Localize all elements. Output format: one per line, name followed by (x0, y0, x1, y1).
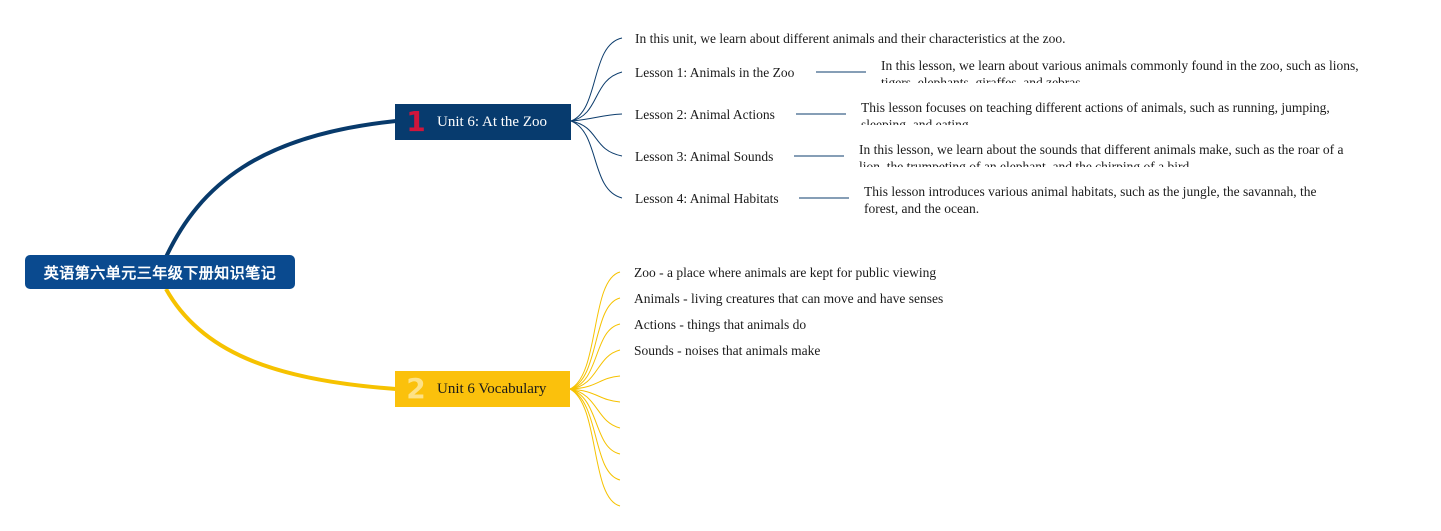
root-node[interactable]: 英语第六单元三年级下册知识笔记 (25, 255, 295, 289)
connector-vocab-6 (569, 388, 621, 403)
vocabulary-item[interactable]: Animals - living creatures that can move… (634, 291, 944, 306)
connector-vocab-5 (569, 375, 621, 390)
lesson-description[interactable]: In this lesson, we learn about the sound… (859, 142, 1344, 167)
lesson-node[interactable]: Lesson 3: Animal Sounds (635, 149, 774, 164)
connector-lesson-4 (570, 120, 623, 199)
root-title: 英语第六单元三年级下册知识笔记 (43, 263, 277, 282)
vocabulary-item[interactable]: Zoo - a place where animals are kept for… (634, 265, 937, 280)
branch-number: 2 (406, 372, 426, 405)
vocabulary-item[interactable]: Sounds - noises that animals make (634, 343, 821, 358)
lesson-node[interactable]: Lesson 1: Animals in the Zoo (635, 65, 795, 80)
connector-vocab-3 (569, 323, 621, 390)
unit-overview-node[interactable]: In this unit, we learn about different a… (635, 31, 1066, 46)
branch-unit-6-vocabulary[interactable]: 2 Unit 6 Vocabulary (395, 371, 570, 407)
connector-vocab-1 (569, 271, 621, 390)
lesson-description[interactable]: This lesson introduces various animal ha… (864, 184, 1317, 216)
connector-lesson-1 (570, 71, 623, 122)
connector-vocab-2 (569, 297, 621, 390)
branch-number: 1 (406, 105, 426, 138)
lesson-node[interactable]: Lesson 4: Animal Habitats (635, 191, 779, 206)
branch-unit-6-at-the-zoo[interactable]: 1 Unit 6: At the Zoo (395, 104, 571, 140)
branch-title: Unit 6 Vocabulary (437, 380, 547, 397)
connector-vocab-8 (569, 388, 621, 455)
lesson-description[interactable]: In this lesson, we learn about various a… (881, 58, 1359, 83)
connector-unit-overview (570, 37, 623, 122)
connector-lesson-3 (570, 120, 623, 157)
connector-root-branch-2 (164, 288, 397, 391)
lesson-node[interactable]: Lesson 2: Animal Actions (635, 107, 775, 122)
vocabulary-item[interactable]: Actions - things that animals do (634, 317, 807, 332)
connector-vocab-4 (569, 349, 621, 390)
connector-root-branch-1 (164, 119, 397, 258)
connector-vocab-7 (569, 388, 621, 429)
connector-lesson-2 (570, 113, 623, 122)
lesson-description[interactable]: This lesson focuses on teaching differen… (861, 100, 1330, 125)
branch-title: Unit 6: At the Zoo (437, 113, 547, 130)
connector-vocab-10 (569, 388, 621, 507)
connector-vocab-9 (569, 388, 621, 481)
